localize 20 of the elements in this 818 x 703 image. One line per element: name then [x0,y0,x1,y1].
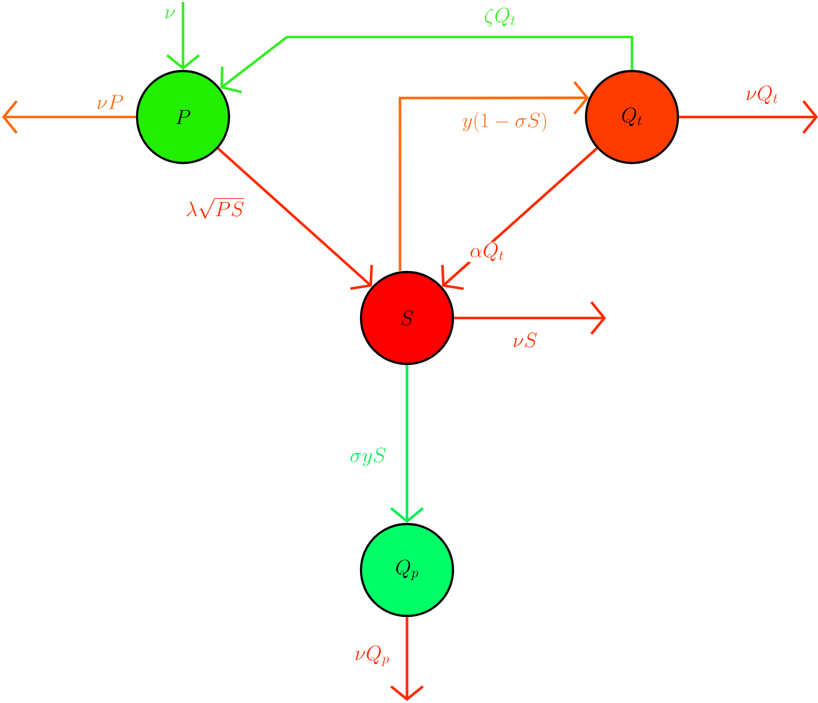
arrow [217,147,373,290]
edge-label: $\zeta Q_t$ [484,8,516,26]
edge-label: $\nu Q_p$ [356,646,389,666]
arrow [679,100,818,134]
arrow [220,36,634,94]
arrow [390,365,424,523]
edge-label: $y(1-\sigma S)$ [462,112,546,132]
edge-label: $\nu$ [165,9,175,18]
edge-label: $\nu P$ [98,94,123,110]
edge-label: $\alpha Q_t$ [470,242,504,262]
arrow [454,301,606,335]
edge-label: $\nu Q_t$ [746,86,778,104]
edge-label: $\sigma y S$ [350,448,386,466]
arrow [390,617,424,701]
arrow [441,147,598,290]
edge-label: $\lambda\sqrt{PS}$ [186,198,244,219]
arrow [166,2,200,70]
arrow [398,81,589,271]
arrow [2,100,136,134]
edge-label: $\nu S$ [514,332,537,348]
